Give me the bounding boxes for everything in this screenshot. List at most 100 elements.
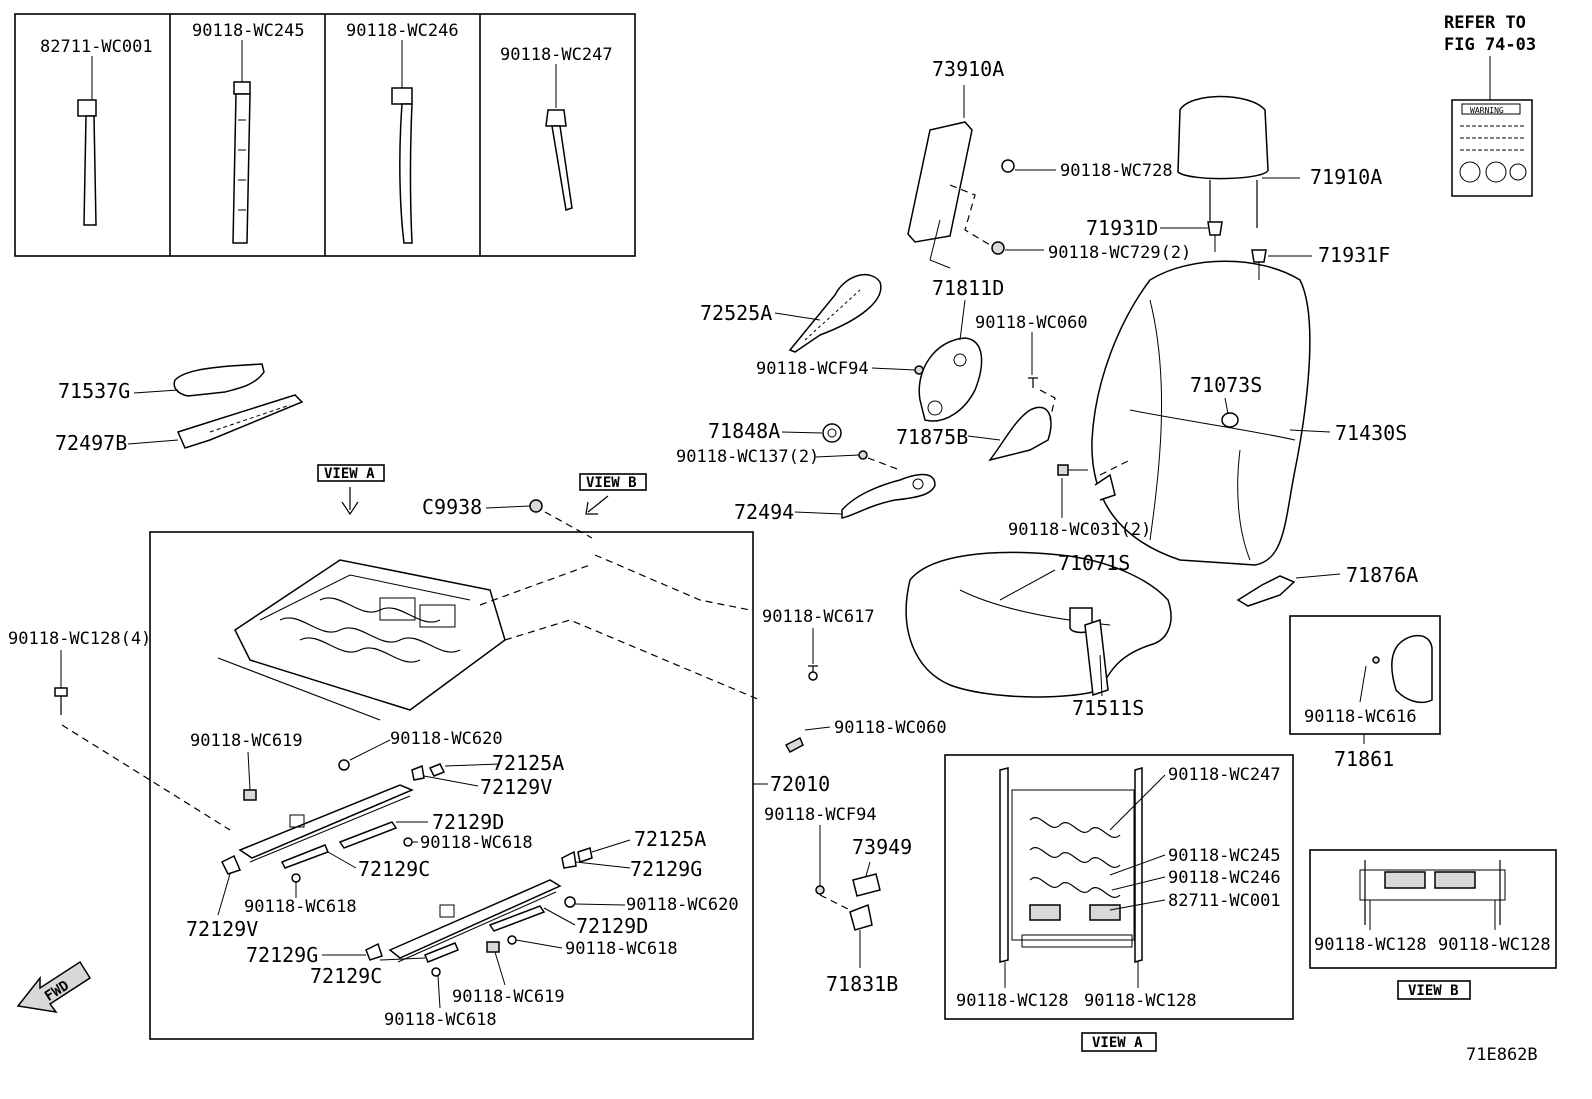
view-a-tag: VIEW A bbox=[317, 464, 385, 516]
label-90118-wc618-d: 90118-WC618 bbox=[384, 1010, 497, 1030]
label-72125a-top: 72125A bbox=[492, 751, 564, 775]
clip-72129v-bot-icon bbox=[220, 854, 242, 875]
rail-cover-72497b-icon bbox=[176, 394, 304, 449]
headrest-71910a-icon bbox=[1177, 95, 1269, 228]
fastener-box bbox=[14, 13, 636, 257]
label-72497b: 72497B bbox=[55, 431, 127, 455]
label-71831b: 71831B bbox=[826, 972, 898, 996]
nut-90118-wc620-top-icon bbox=[338, 759, 350, 771]
svg-text:VIEW A: VIEW A bbox=[1092, 1035, 1143, 1051]
label-71931f: 71931F bbox=[1318, 243, 1390, 267]
label-72010: 72010 bbox=[770, 772, 830, 796]
seat-cushion-71071s-icon bbox=[905, 551, 1172, 698]
view-b-label-90118-wc128-right: 90118-WC128 bbox=[1438, 935, 1551, 955]
label-90118-wc620-bot: 90118-WC620 bbox=[626, 895, 739, 915]
label-71875b: 71875B bbox=[896, 425, 968, 449]
view-a-label-90118-wc247: 90118-WC247 bbox=[1168, 765, 1281, 785]
cover-71537g-icon bbox=[173, 363, 265, 397]
label-90118-wc245: 90118-WC245 bbox=[192, 21, 305, 41]
warning-text: WARNING bbox=[1470, 106, 1504, 115]
nut-90118-wc618-d-icon bbox=[431, 967, 441, 977]
label-90118-wc616: 90118-WC616 bbox=[1304, 707, 1417, 727]
label-71537g: 71537G bbox=[58, 379, 130, 403]
screw-90118-wcf94-icon bbox=[914, 365, 924, 375]
svg-text:VIEW A: VIEW A bbox=[324, 466, 375, 482]
headrest-guide-71931f-icon bbox=[1251, 249, 1267, 280]
label-72129c-top: 72129C bbox=[358, 857, 430, 881]
label-72129v-top: 72129V bbox=[480, 775, 552, 799]
label-72129d-bot: 72129D bbox=[576, 914, 648, 938]
clip-90118-wc729-icon bbox=[991, 241, 1005, 255]
label-71811d: 71811D bbox=[932, 276, 1004, 300]
label-73949: 73949 bbox=[852, 835, 912, 859]
view-a-inset bbox=[944, 754, 1294, 1020]
label-90118-wcf94-mid: 90118-WCF94 bbox=[764, 805, 877, 825]
view-a-label-90118-wc245: 90118-WC245 bbox=[1168, 846, 1281, 866]
bracket-71875b-icon bbox=[988, 389, 1056, 462]
view-b-rail-icon bbox=[1359, 860, 1506, 925]
label-71511s: 71511S bbox=[1072, 696, 1144, 720]
view-b-caption: VIEW B bbox=[1397, 980, 1471, 1000]
cable-tie-90118-wc245-icon bbox=[232, 40, 251, 244]
clip-71876a-icon bbox=[1236, 575, 1296, 607]
label-72125a-bot: 72125A bbox=[634, 827, 706, 851]
label-71931d: 71931D bbox=[1086, 216, 1158, 240]
view-a-label-90118-wc246: 90118-WC246 bbox=[1168, 868, 1281, 888]
label-71071s: 71071S bbox=[1058, 551, 1130, 575]
recliner-cover-72525a-icon bbox=[788, 273, 882, 353]
label-72129d-top: 72129D bbox=[432, 810, 504, 834]
bolt-90118-wc619-top-icon bbox=[243, 789, 257, 801]
refer-to-line-1: REFER TO bbox=[1444, 13, 1526, 33]
lever-bracket-71811d-icon bbox=[918, 337, 983, 422]
sensor-71831b-icon bbox=[849, 903, 873, 931]
label-90118-wc246: 90118-WC246 bbox=[346, 21, 459, 41]
cushion-pad-71511s-icon bbox=[1084, 618, 1109, 697]
label-72129v-bot: 72129V bbox=[186, 917, 258, 941]
view-b-inset bbox=[1309, 849, 1557, 969]
label-90118-wc617: 90118-WC617 bbox=[762, 607, 875, 627]
svg-text:VIEW B: VIEW B bbox=[586, 475, 637, 491]
bolt-90118-wc060-mid-icon bbox=[784, 736, 804, 754]
label-90118-wc618-b: 90118-WC618 bbox=[244, 897, 357, 917]
view-a-label-90118-wc128-right: 90118-WC128 bbox=[1084, 991, 1197, 1011]
nut-90118-wc618-a-icon bbox=[403, 837, 413, 847]
plate-72129c-bot-icon bbox=[424, 942, 459, 963]
seatback-cover-71430s-icon bbox=[1091, 260, 1311, 566]
refer-to-line-2: FIG 74-03 bbox=[1444, 35, 1536, 55]
seat-rail-lower-icon bbox=[388, 879, 562, 963]
trim-71861-icon bbox=[1372, 634, 1433, 704]
clip-72125a-bot-icon bbox=[577, 847, 593, 863]
screw-90118-wc060-top-icon bbox=[1028, 377, 1038, 388]
view-a-label-90118-wc128-left: 90118-WC128 bbox=[956, 991, 1069, 1011]
label-c9938: C9938 bbox=[422, 495, 482, 519]
label-90118-wc060-mid: 90118-WC060 bbox=[834, 718, 947, 738]
label-90118-wc620-top: 90118-WC620 bbox=[390, 729, 503, 749]
nut-90118-wc620-bot-icon bbox=[564, 896, 576, 908]
label-71910a: 71910A bbox=[1310, 165, 1382, 189]
label-90118-wcf94-top: 90118-WCF94 bbox=[756, 359, 869, 379]
label-90118-wc137: 90118-WC137(2) bbox=[676, 447, 819, 467]
side-cover-73910a-icon bbox=[907, 121, 991, 269]
label-71861: 71861 bbox=[1334, 747, 1394, 771]
lever-72494-icon bbox=[841, 473, 936, 519]
label-72129c-bot: 72129C bbox=[310, 964, 382, 988]
nut-c9938-icon bbox=[529, 499, 543, 513]
view-b-tag: VIEW B bbox=[579, 473, 647, 515]
label-72129g-top: 72129G bbox=[630, 857, 702, 881]
cable-tie-90118-wc246-icon bbox=[391, 40, 413, 244]
grommet-71073s-icon bbox=[1221, 412, 1239, 428]
fwd-arrow-icon: FWD bbox=[16, 960, 92, 1014]
screw-90118-wcf94-mid-icon bbox=[815, 885, 825, 895]
label-90118-wc031: 90118-WC031(2) bbox=[1008, 520, 1151, 540]
plate-72129d-top-icon bbox=[338, 821, 398, 849]
cable-tie-90118-wc247-icon bbox=[545, 64, 573, 211]
label-72525a: 72525A bbox=[700, 301, 772, 325]
bolt-90118-wc128-icon bbox=[54, 687, 68, 715]
connector-73949-icon bbox=[852, 873, 881, 897]
label-90118-wc619-bot: 90118-WC619 bbox=[452, 987, 565, 1007]
bolt-90118-wc617-icon bbox=[808, 665, 818, 681]
bolt-90118-wc031-icon bbox=[1057, 459, 1131, 501]
label-90118-wc618-c: 90118-WC618 bbox=[565, 939, 678, 959]
label-72494: 72494 bbox=[734, 500, 794, 524]
warning-label-icon: WARNING bbox=[1451, 99, 1533, 197]
